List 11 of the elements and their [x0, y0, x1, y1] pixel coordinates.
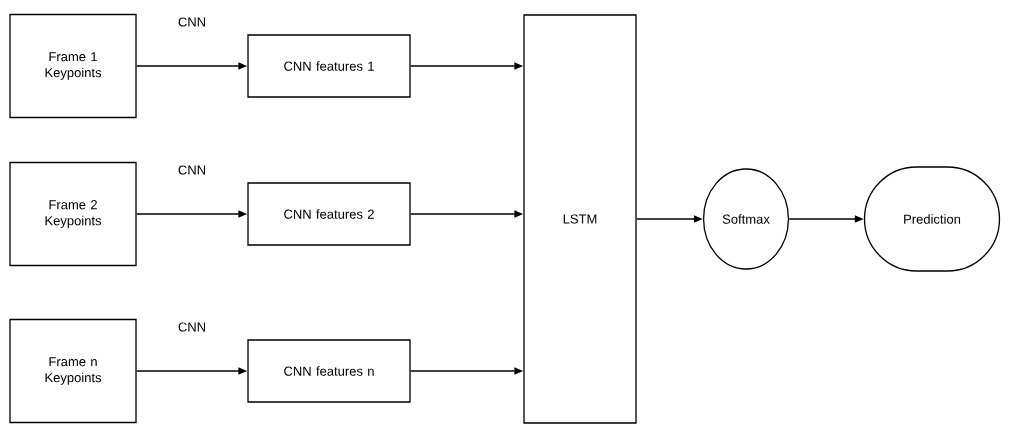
edge-label: CNN — [176, 16, 208, 28]
frame-box: Frame 2 Keypoints — [9, 161, 137, 267]
feature-box: CNN features 2 — [247, 182, 411, 246]
lstm-box: LSTM — [523, 14, 637, 424]
edge-label: CNN — [176, 321, 208, 333]
edge-label: CNN — [176, 164, 208, 176]
frame-box: Frame n Keypoints — [9, 318, 137, 424]
feature-box: CNN features 1 — [247, 34, 411, 98]
frame-box: Frame 1 Keypoints — [9, 13, 137, 119]
feature-box: CNN features n — [247, 339, 411, 403]
prediction-terminal: Prediction — [863, 166, 1001, 272]
